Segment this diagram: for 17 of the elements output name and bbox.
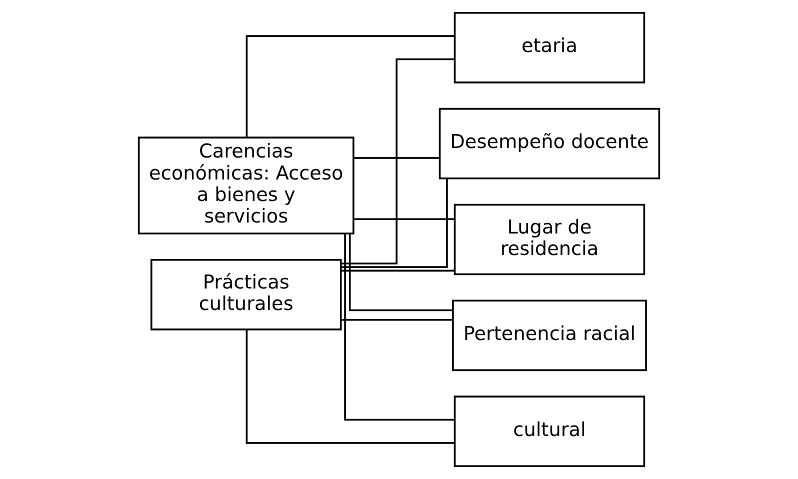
connector xyxy=(344,234,454,421)
connector xyxy=(348,234,453,312)
connector xyxy=(354,218,454,220)
node-box: Lugar de residencia xyxy=(454,204,646,276)
connector xyxy=(341,58,454,264)
node-box: etaria xyxy=(454,12,646,84)
node-box: Pertenencia racial xyxy=(452,300,647,372)
connector xyxy=(340,318,453,321)
connector xyxy=(340,270,454,272)
connector xyxy=(246,330,455,444)
node-box: cultural xyxy=(454,396,646,468)
node-box: Desempeño docente xyxy=(438,108,660,180)
connector xyxy=(341,178,448,268)
connector xyxy=(354,157,440,159)
node-box: Prácticas culturales xyxy=(150,258,342,330)
connector xyxy=(246,35,455,138)
node-box: Carencias económicas: Acceso a bienes y servicios xyxy=(138,136,354,234)
